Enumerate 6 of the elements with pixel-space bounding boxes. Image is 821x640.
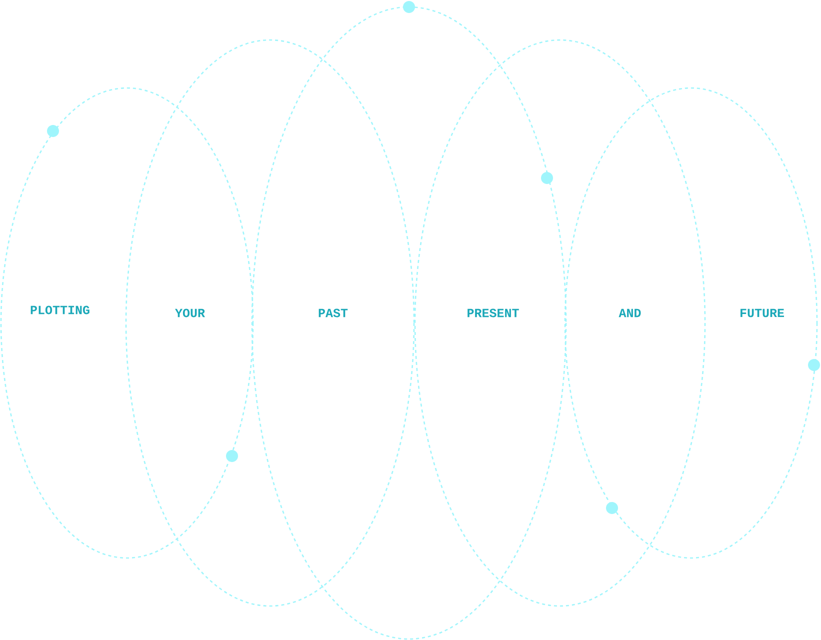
word-label: PRESENT: [468, 308, 519, 318]
word-label: YOUR: [175, 308, 205, 318]
word-label: FUTURE: [740, 308, 784, 318]
word-label: PLOTTING: [30, 306, 90, 314]
word-label: PAST: [318, 308, 348, 318]
word-label: AND: [618, 308, 641, 318]
